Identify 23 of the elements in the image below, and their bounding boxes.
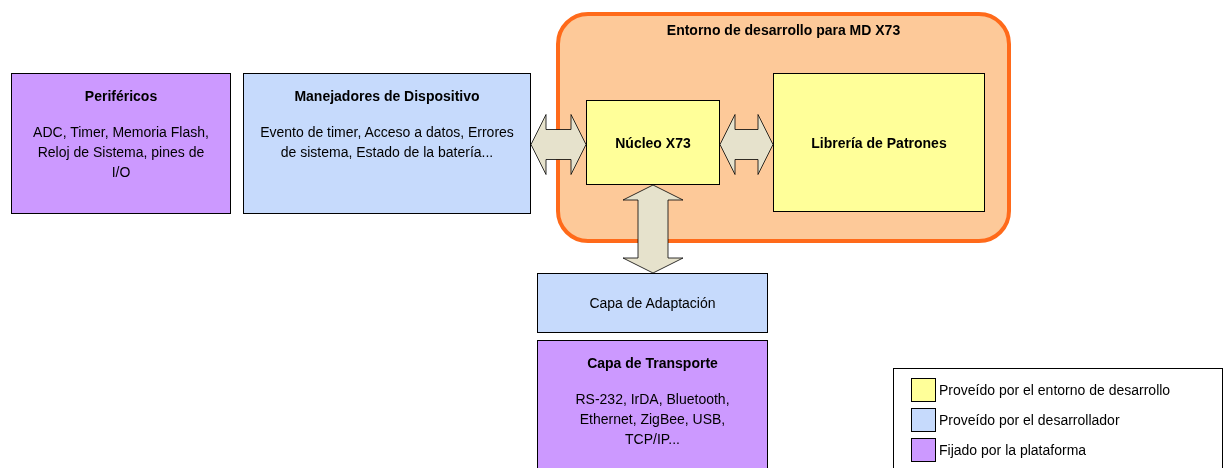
box-heading: Capa de Transporte: [587, 354, 718, 373]
box-text: Capa de Adaptación: [589, 294, 716, 313]
double-block-arrow: [622, 184, 684, 274]
double-block-arrow: [530, 114, 587, 175]
legend-text: Fijado por la plataforma: [939, 441, 1087, 460]
box-heading: Librería de Patrones: [811, 133, 947, 153]
box-heading: Periféricos: [84, 87, 158, 106]
double-block-arrow: [719, 114, 774, 175]
component-box: [243, 73, 531, 214]
box-heading: Manejadores de Dispositivo: [294, 87, 480, 106]
box-text: Evento de timer, Acceso a datos, Errores de sistema, Estado de la batería...: [260, 123, 514, 162]
component-box: [537, 273, 768, 333]
component-box: [773, 73, 985, 212]
legend-text: Proveído por el entorno de desarrollo: [939, 381, 1171, 400]
box-text: ADC, Timer, Memoria Flash, Reloj de Sistema, pines de I/O: [32, 123, 210, 182]
group-box: [556, 12, 1011, 243]
box-text: RS-232, IrDA, Bluetooth, Ethernet, ZigBee, USB, TCP/IP...: [574, 390, 731, 449]
component-box: [586, 100, 720, 185]
component-box: [537, 340, 768, 468]
box-heading: Entorno de desarrollo para MD X73: [665, 21, 902, 40]
component-box: [11, 73, 231, 214]
legend-text: Proveído por el desarrollador: [939, 411, 1120, 430]
box-heading: Núcleo X73: [615, 133, 691, 153]
